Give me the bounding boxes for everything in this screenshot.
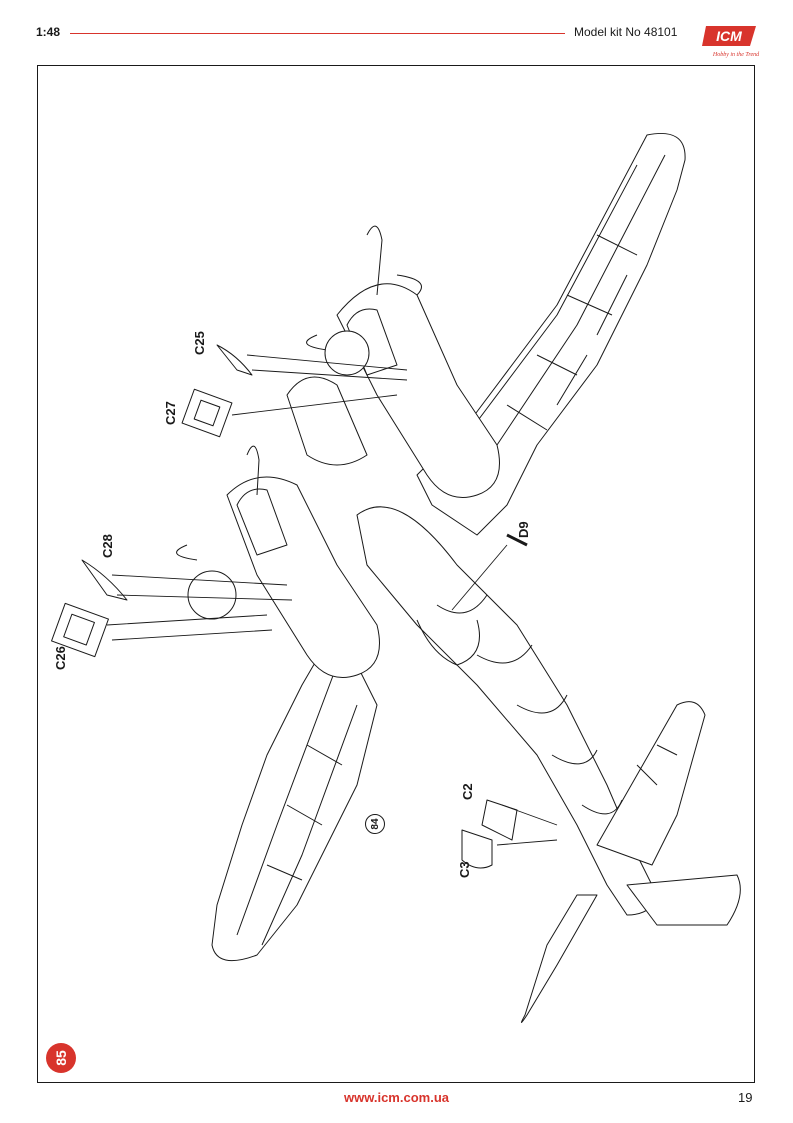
part-label-c27: C27 [163,401,178,425]
page-number: 19 [738,1090,753,1105]
step-marker-85: 85 [46,1043,76,1073]
assembly-arrows [106,354,558,846]
part-label-c26: C26 [53,646,68,670]
aircraft-assembly-drawing [51,132,741,1023]
instruction-frame [37,65,755,1083]
part-label-c3: C3 [457,861,472,878]
engine-nacelle-upper [286,225,500,498]
part-label-c25: C25 [192,331,207,355]
parts-sprue-callouts [51,344,528,869]
tailplane [521,701,741,1023]
kit-number: Model kit No 48101 [574,25,678,39]
part-label-d9: D9 [516,521,531,538]
svg-text:ICM: ICM [716,28,742,44]
fuselage [356,506,658,916]
scale-label: 1:48 [36,25,61,39]
header-rule [70,33,565,34]
part-label-c2: C2 [460,783,475,800]
part-label-c28: C28 [100,534,115,558]
lower-wing [211,624,378,962]
footer-url: www.icm.com.ua [344,1090,449,1105]
svg-text:Hobby in the Trend: Hobby in the Trend [712,52,760,58]
engine-nacelle-lower [176,445,380,678]
icm-logo: ICM Hobby in the Trend [702,26,760,58]
step-marker-84: 84 [365,814,385,834]
